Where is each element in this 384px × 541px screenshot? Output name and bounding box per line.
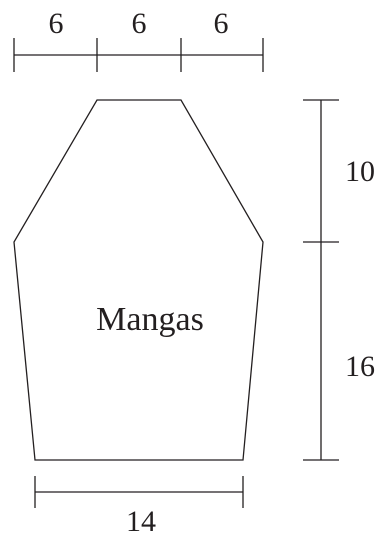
top-segment-label-3: 6 [214,7,229,40]
top-segment-label-1: 6 [49,7,64,40]
bottom-dimension: 14 [34,476,244,538]
right-lower-label: 16 [345,350,375,383]
piece-label: Mangas [96,301,204,338]
sleeve-outline [13,99,264,461]
top-segment-label-2: 6 [132,7,147,40]
bottom-label: 14 [126,505,156,538]
top-dimension: 6 6 6 [13,7,264,72]
right-dimension: 10 16 [303,99,375,461]
right-upper-label: 10 [345,155,375,188]
